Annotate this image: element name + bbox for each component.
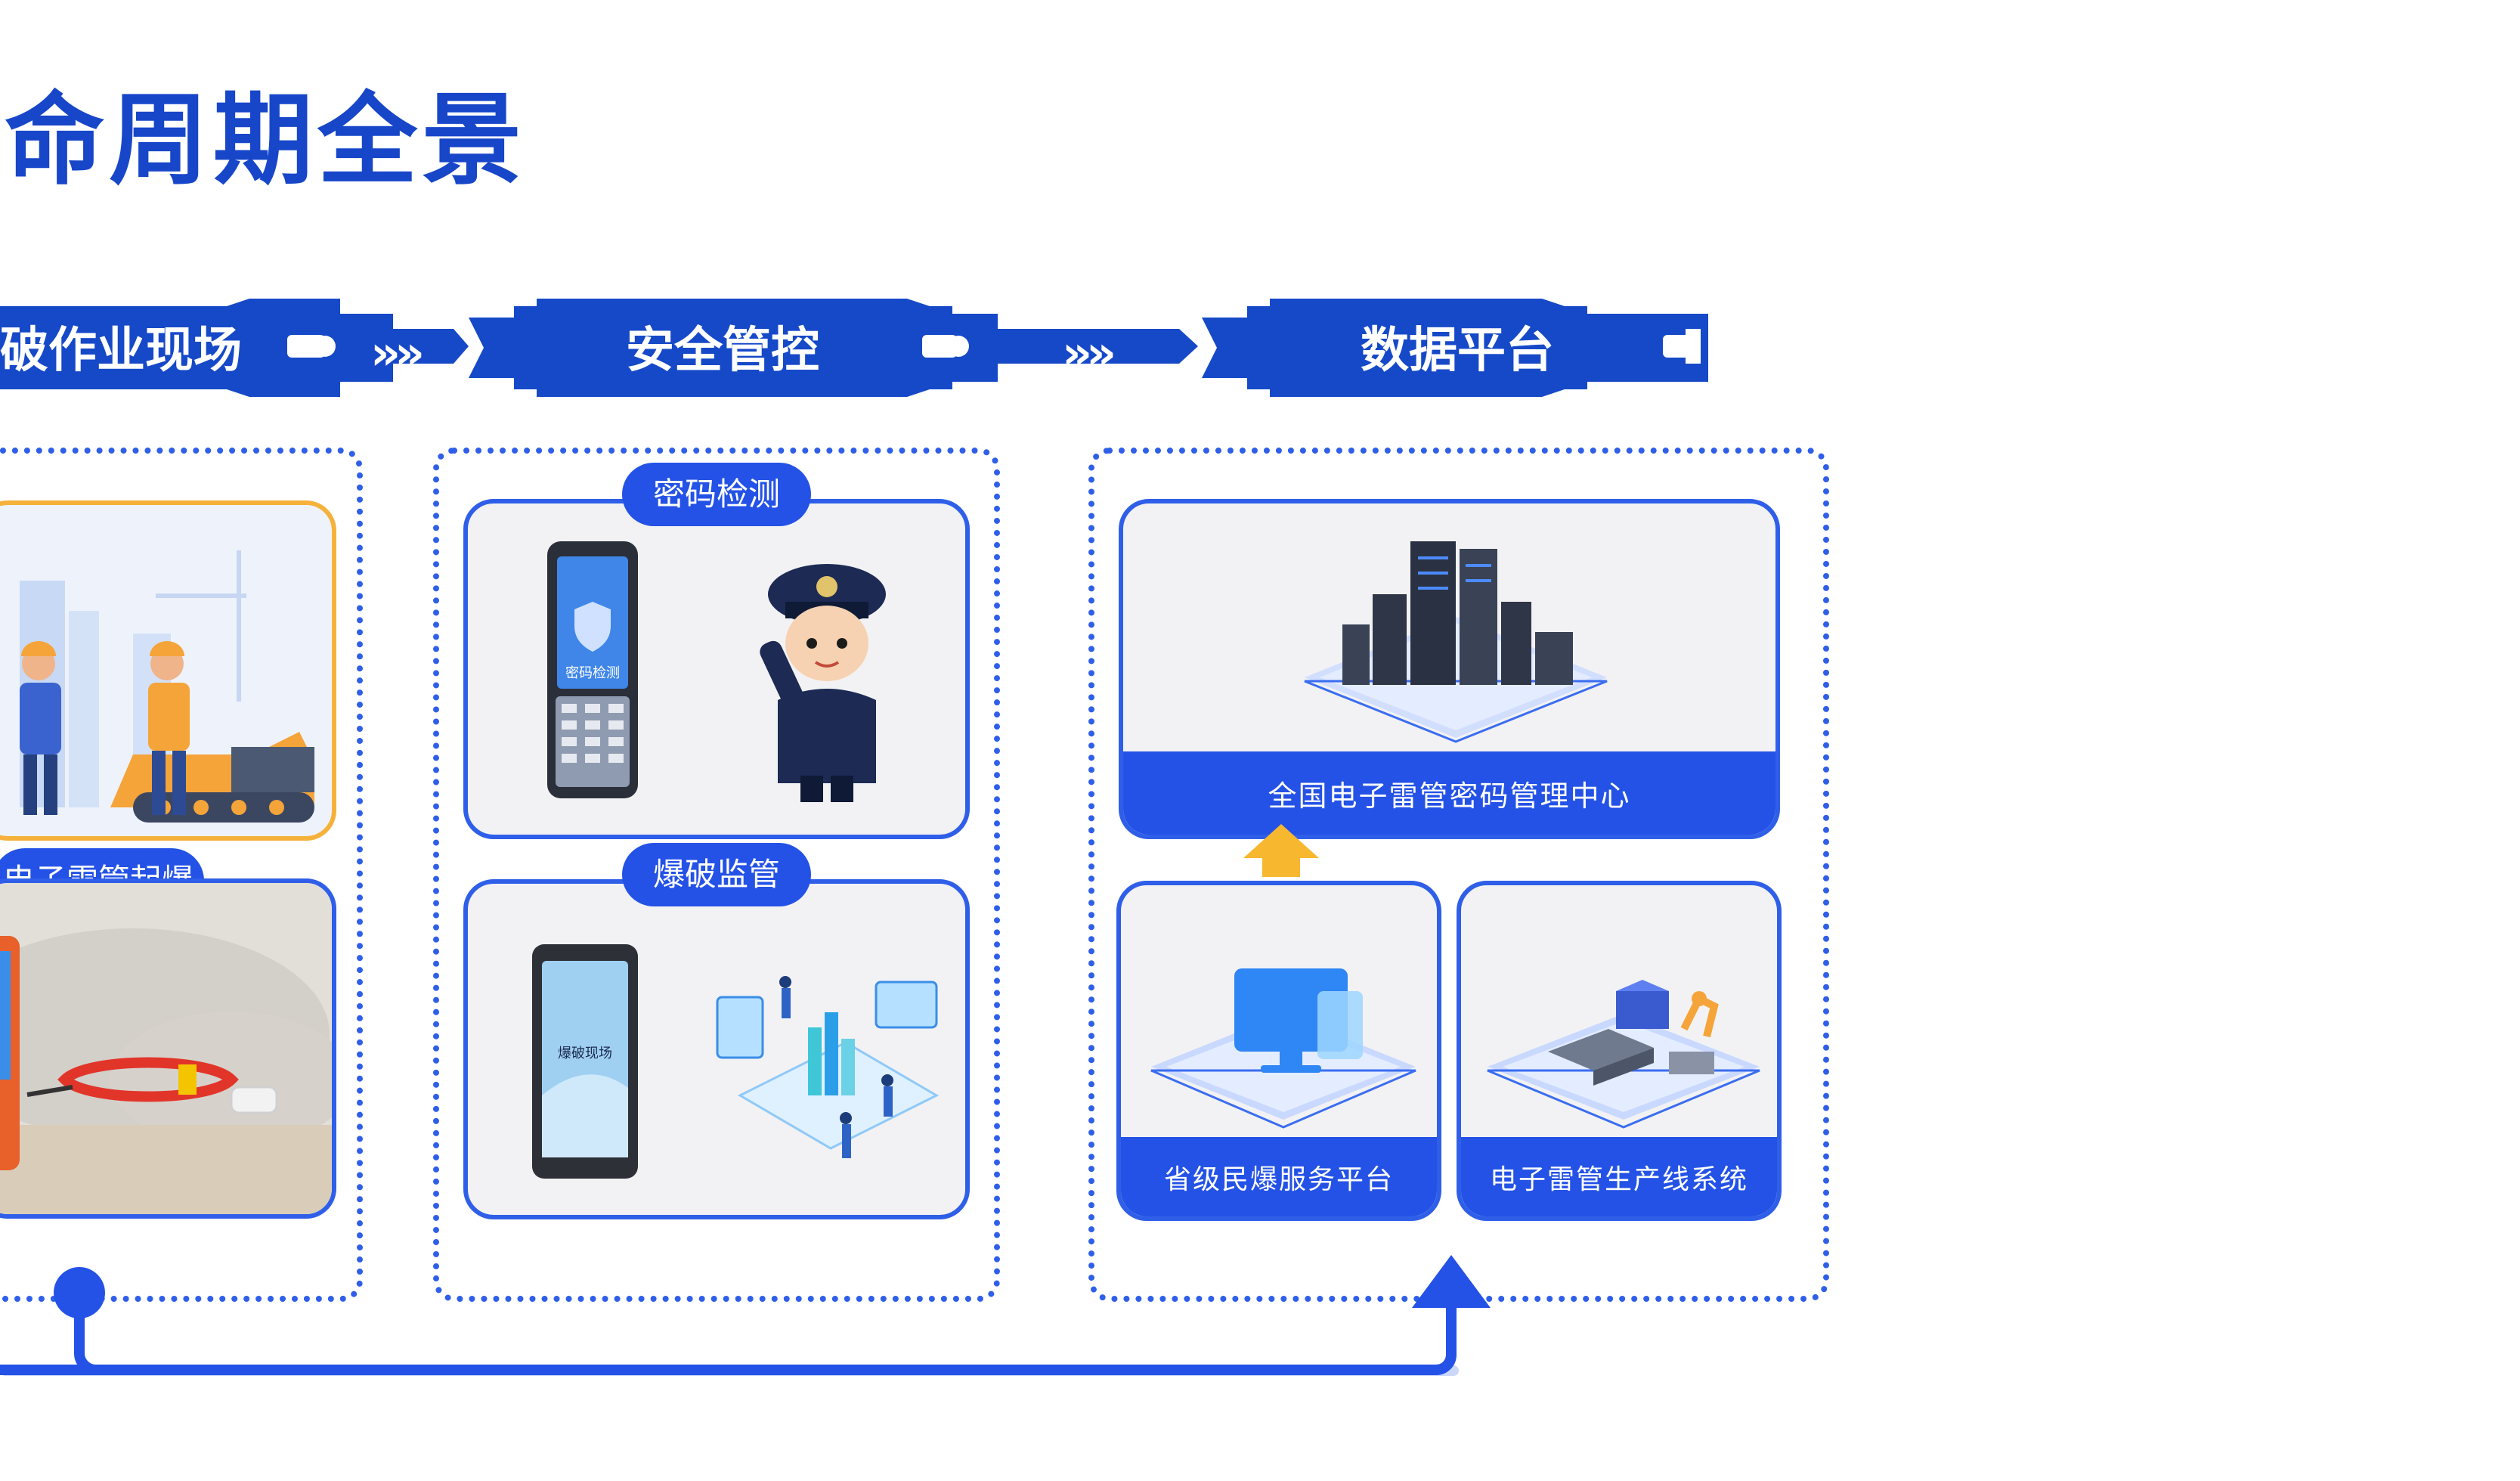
- control-section-frame: [433, 448, 1000, 1302]
- stage-label-control: 安全管控: [626, 323, 819, 379]
- blast-supervision-card: 爆破现场: [463, 879, 970, 1219]
- stage-banner-control: [469, 299, 1198, 397]
- national-center-label: 全国电子雷管密码管理中心: [1123, 751, 1775, 835]
- construction-site-card: [0, 500, 336, 841]
- smartphone-icon: [532, 944, 638, 1179]
- password-check-pill: 密码检测: [622, 463, 811, 526]
- production-line-card: 电子雷管生产线系统: [1457, 881, 1782, 1221]
- construction-illustration: [20, 550, 314, 823]
- stage-banner-field: [0, 299, 469, 397]
- page-title: 命周期全景: [5, 82, 526, 199]
- stage-banner-platform: [1202, 299, 1708, 397]
- monitor-icon: [1150, 968, 1416, 1129]
- province-platform-card: 省级民爆服务平台: [1116, 881, 1441, 1221]
- password-screen-text: 密码检测: [565, 665, 620, 681]
- blast-screen-text: 爆破现场: [558, 1046, 612, 1061]
- field-section-frame: [0, 448, 363, 1302]
- handheld-terminal-icon: [547, 541, 638, 798]
- double-chevron-icon: »»: [1062, 325, 1116, 380]
- detonation-card: [0, 878, 336, 1219]
- password-check-card: 密码检测: [463, 499, 970, 839]
- police-officer-icon: [760, 564, 886, 802]
- double-chevron-icon: »»: [370, 325, 425, 380]
- blast-supervision-pill: 爆破监管: [622, 843, 811, 906]
- data-dashboard-icon: [716, 976, 940, 1158]
- stage-label-platform: 数据平台: [1361, 323, 1554, 379]
- factory-icon: [1487, 980, 1760, 1129]
- flow-connector: [0, 1255, 1491, 1376]
- production-line-label: 电子雷管生产线系统: [1461, 1137, 1777, 1216]
- detonation-illustration: [0, 883, 332, 1214]
- server-rack-icon: [1304, 541, 1608, 743]
- stage-label-field: 破作业现场: [0, 323, 242, 379]
- province-platform-label: 省级民爆服务平台: [1121, 1137, 1437, 1216]
- national-center-card: 全国电子雷管密码管理中心: [1119, 499, 1780, 839]
